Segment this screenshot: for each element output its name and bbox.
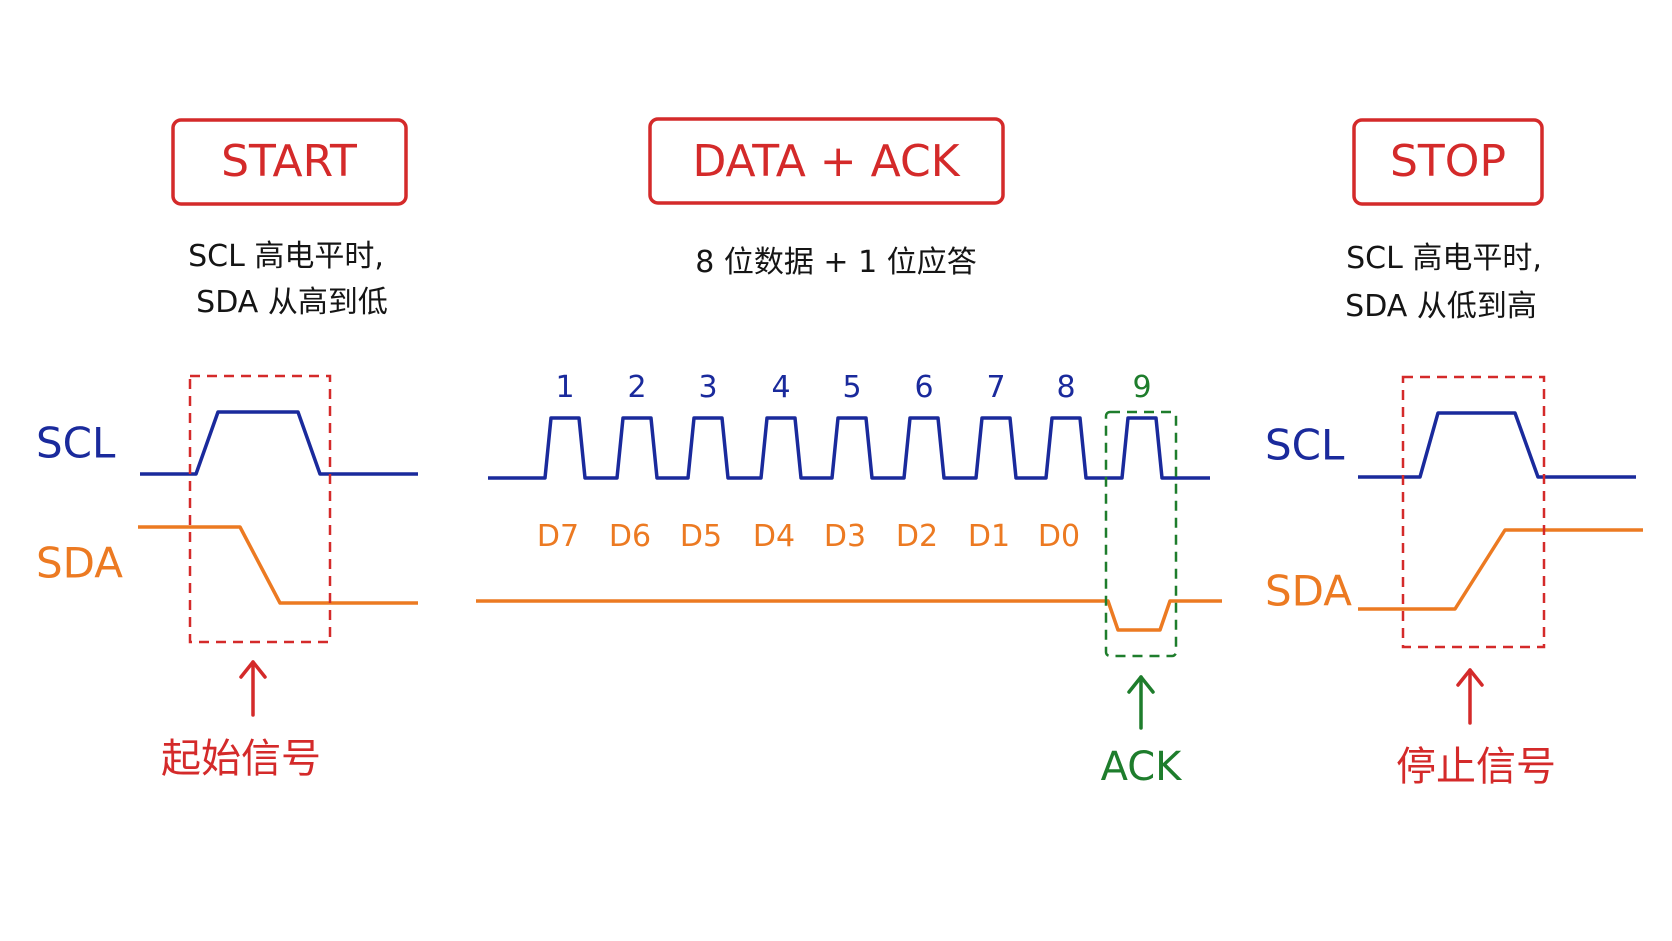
stop-description-line2: SDA 从低到高: [1345, 289, 1537, 324]
stop-scl-waveform: [1358, 411, 1636, 479]
clock-numbers: 1 2 3 4 5 6 7 8 9: [555, 370, 1151, 405]
start-description-line1: SCL 高电平时,: [188, 239, 384, 274]
data-scl-waveform: [488, 416, 1210, 480]
stop-sda-waveform: [1358, 528, 1643, 611]
clock-number-1: 1: [555, 370, 574, 405]
start-condition-box: [188, 374, 332, 644]
stop-caption: 停止信号: [1396, 744, 1556, 790]
clock-number-9: 9: [1132, 370, 1151, 405]
data-description: 8 位数据 + 1 位应答: [695, 245, 976, 280]
ack-caption: ACK: [1101, 744, 1184, 790]
start-caption: 起始信号: [161, 736, 321, 782]
stop-scl-label: SCL: [1265, 421, 1345, 470]
data-header-box: [648, 117, 1005, 205]
stop-header-box: [1352, 118, 1544, 206]
ack-box: [1104, 410, 1178, 658]
bit-label-d7: D7: [537, 519, 579, 554]
start-description-line2: SDA 从高到低: [196, 285, 388, 320]
clock-number-3: 3: [698, 370, 717, 405]
bit-label-d6: D6: [609, 519, 651, 554]
stop-description-line1: SCL 高电平时,: [1346, 241, 1542, 276]
stop-header: STOP: [1390, 136, 1506, 187]
clock-number-2: 2: [627, 370, 646, 405]
start-header: START: [221, 136, 357, 187]
start-sda-waveform: [138, 525, 418, 605]
bit-label-d1: D1: [968, 519, 1010, 554]
clock-number-5: 5: [842, 370, 861, 405]
bit-label-d2: D2: [896, 519, 938, 554]
start-sda-label: SDA: [36, 539, 123, 588]
data-header: DATA + ACK: [692, 136, 960, 187]
ack-arrow: [1127, 675, 1155, 730]
start-header-box: [171, 118, 408, 206]
clock-number-7: 7: [986, 370, 1005, 405]
stop-arrow: [1456, 668, 1484, 725]
bit-label-d3: D3: [824, 519, 866, 554]
stop-section: STOP SCL 高电平时, SDA 从低到高 SCL SDA 停止信号: [1265, 118, 1643, 790]
bit-label-d5: D5: [680, 519, 722, 554]
bit-label-d4: D4: [753, 519, 795, 554]
clock-number-4: 4: [771, 370, 790, 405]
bit-labels: D7 D6 D5 D4 D3 D2 D1 D0: [537, 519, 1080, 554]
stop-condition-box: [1401, 375, 1546, 649]
start-arrow: [239, 660, 267, 717]
clock-number-8: 8: [1056, 370, 1075, 405]
stop-sda-label: SDA: [1265, 567, 1352, 616]
start-scl-label: SCL: [36, 419, 116, 468]
clock-number-6: 6: [914, 370, 933, 405]
start-scl-waveform: [140, 410, 418, 476]
data-sda-waveform: [476, 599, 1222, 632]
start-section: START SCL 高电平时, SDA 从高到低 SCL SDA 起始信号: [36, 118, 418, 782]
bit-label-d0: D0: [1038, 519, 1080, 554]
